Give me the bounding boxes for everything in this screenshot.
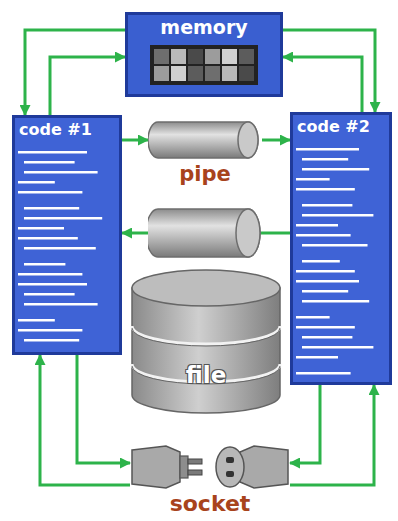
node-label: memory: [160, 16, 247, 38]
code-box: code #2: [290, 112, 392, 385]
socket-plug: socket: [130, 438, 290, 518]
node-label: file: [186, 362, 227, 388]
code-box-shape: [290, 112, 392, 385]
flow-arrow: [290, 385, 374, 485]
pipe-cylinder: [148, 205, 262, 262]
flow-arrow: [283, 30, 375, 112]
memory-box: memory: [125, 12, 283, 97]
flow-arrow: [40, 355, 130, 485]
flow-arrow: [122, 139, 148, 142]
flow-arrow: [50, 57, 125, 115]
flow-arrow: [77, 355, 130, 463]
flow-arrow: [262, 139, 290, 142]
code-box-shape: [12, 115, 122, 355]
node-label: code #2: [297, 117, 370, 136]
flow-arrow: [290, 385, 320, 463]
flow-arrow: [25, 30, 125, 115]
socket-plug-shape: [130, 438, 290, 494]
flow-arrow: [283, 57, 362, 112]
node-label: pipe: [179, 162, 231, 186]
node-label: code #1: [19, 120, 92, 139]
file-disk-shape: [130, 268, 282, 415]
pipe-cylinder: pipe: [148, 120, 262, 192]
code-box: code #1: [12, 115, 122, 355]
node-label: socket: [170, 491, 251, 516]
file-disk: file: [130, 268, 282, 415]
